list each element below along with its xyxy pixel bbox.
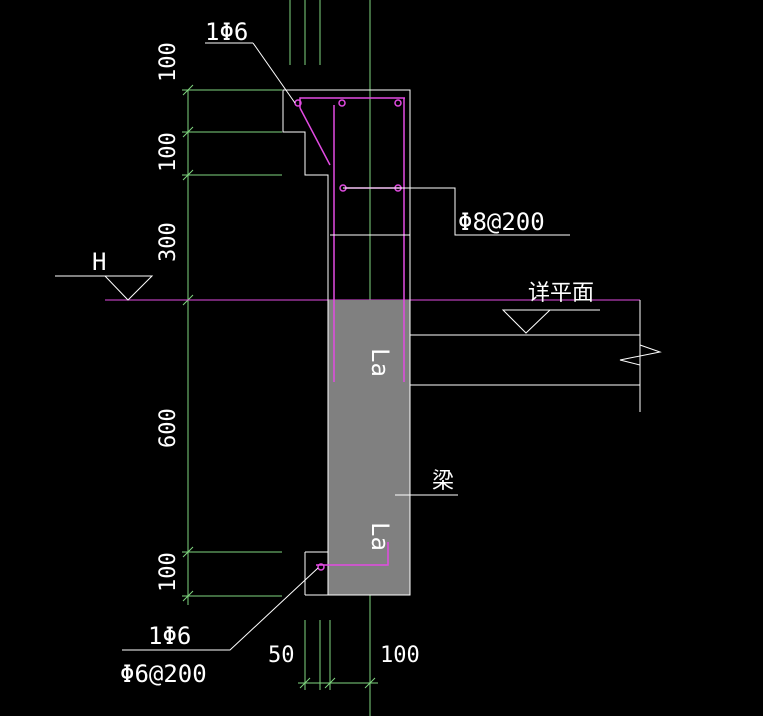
dim-bottom-2: 100 [380,643,420,668]
dim-left-1: 100 [156,42,181,82]
beam-label: 梁 [432,469,454,494]
rebar-mid-tag: Φ8@200 [458,208,545,236]
rebar-bottom-tag-2: Φ6@200 [120,660,207,688]
anchor-label-lower: La [366,522,394,551]
level-symbol-slab [501,309,600,334]
leader-lines [122,42,570,651]
dim-bottom-1: 50 [268,643,295,668]
dim-left-4: 600 [156,408,181,448]
rebar-bottom-tag-1: 1Φ6 [148,622,191,650]
level-mark: H [92,248,106,276]
level-symbol-h [55,275,154,301]
dim-left-5: 100 [156,552,181,592]
beam-fill [328,300,410,595]
slab-lines [410,300,662,412]
rebar-top-tag: 1Φ6 [205,18,248,46]
section-outline [282,89,411,596]
anchor-label-upper: La [366,348,394,377]
slab-label: 详平面 [528,281,594,306]
dim-left-2: 100 [156,132,181,172]
dim-left-3: 300 [156,222,181,262]
dimension-lines [182,0,378,716]
rebar [299,97,405,566]
